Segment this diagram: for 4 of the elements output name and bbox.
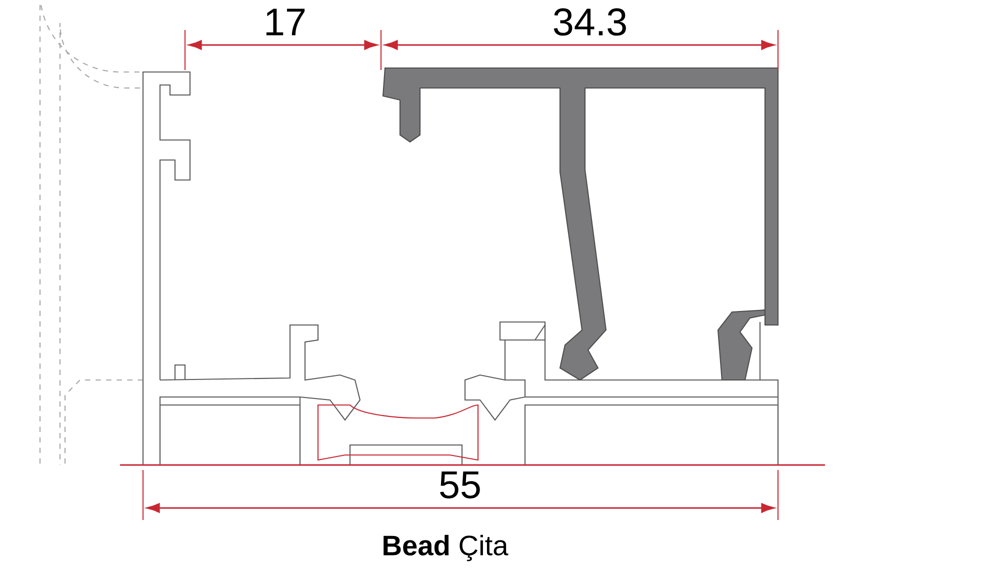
- dimension-label: 17: [266, 8, 305, 36]
- dimension-label: 55: [440, 472, 480, 498]
- caption: Bead Çita: [384, 534, 508, 562]
- dimension-label: 34.3: [554, 8, 626, 36]
